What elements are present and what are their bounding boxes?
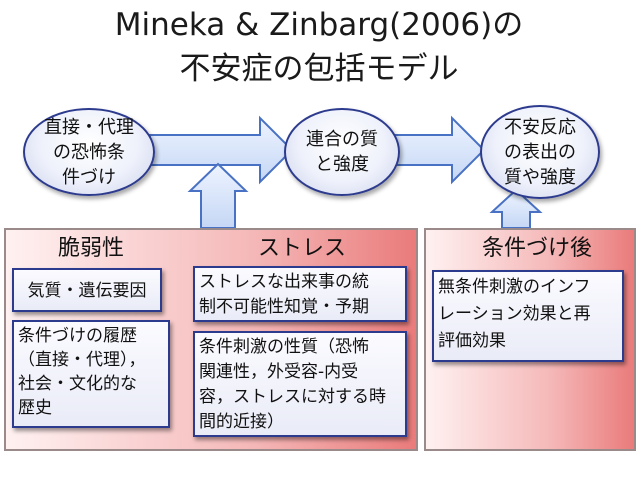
node-association: 連合の質 と強度	[284, 108, 400, 196]
title-line-1: Mineka & Zinbarg(2006)の	[114, 7, 524, 43]
node-response: 不安反応 の表出の 質や強度	[480, 105, 600, 199]
box-conditioning-history: 条件づけの履歴 （直接・代理）， 社会・文化的な 歴史	[12, 320, 170, 428]
node-association-label: 連合の質 と強度	[306, 129, 378, 175]
arrow-up-to-response	[489, 188, 543, 229]
panel-title-post-conditioning: 条件づけ後	[482, 236, 593, 261]
box-temperament-genetics: 気質・遺伝要因	[12, 268, 162, 312]
node-conditioning: 直接・代理 の恐怖条 件づけ	[23, 108, 155, 196]
arrow-association-to-response	[387, 115, 486, 185]
node-conditioning-label: 直接・代理 の恐怖条 件づけ	[44, 116, 134, 188]
arrow-conditioning-to-association	[149, 115, 294, 185]
box-stress-events: ストレスな出来事の統 制不可能性知覚・予期	[193, 266, 407, 322]
arrow-up-to-flow	[187, 162, 249, 229]
panel-title-vulnerability: 脆弱性	[58, 236, 125, 261]
panel-title-stress: ストレス	[258, 236, 347, 261]
title-line-2: 不安症の包括モデル	[179, 51, 459, 87]
node-response-label: 不安反応 の表出の 質や強度	[504, 116, 576, 188]
box-cs-properties: 条件刺激の性質（恐怖 関連性，外受容-内受 容，ストレスに対する時 間的近接）	[193, 331, 407, 437]
box-us-inflation: 無条件刺激のインフ レーション効果と再 評価効果	[432, 270, 624, 362]
